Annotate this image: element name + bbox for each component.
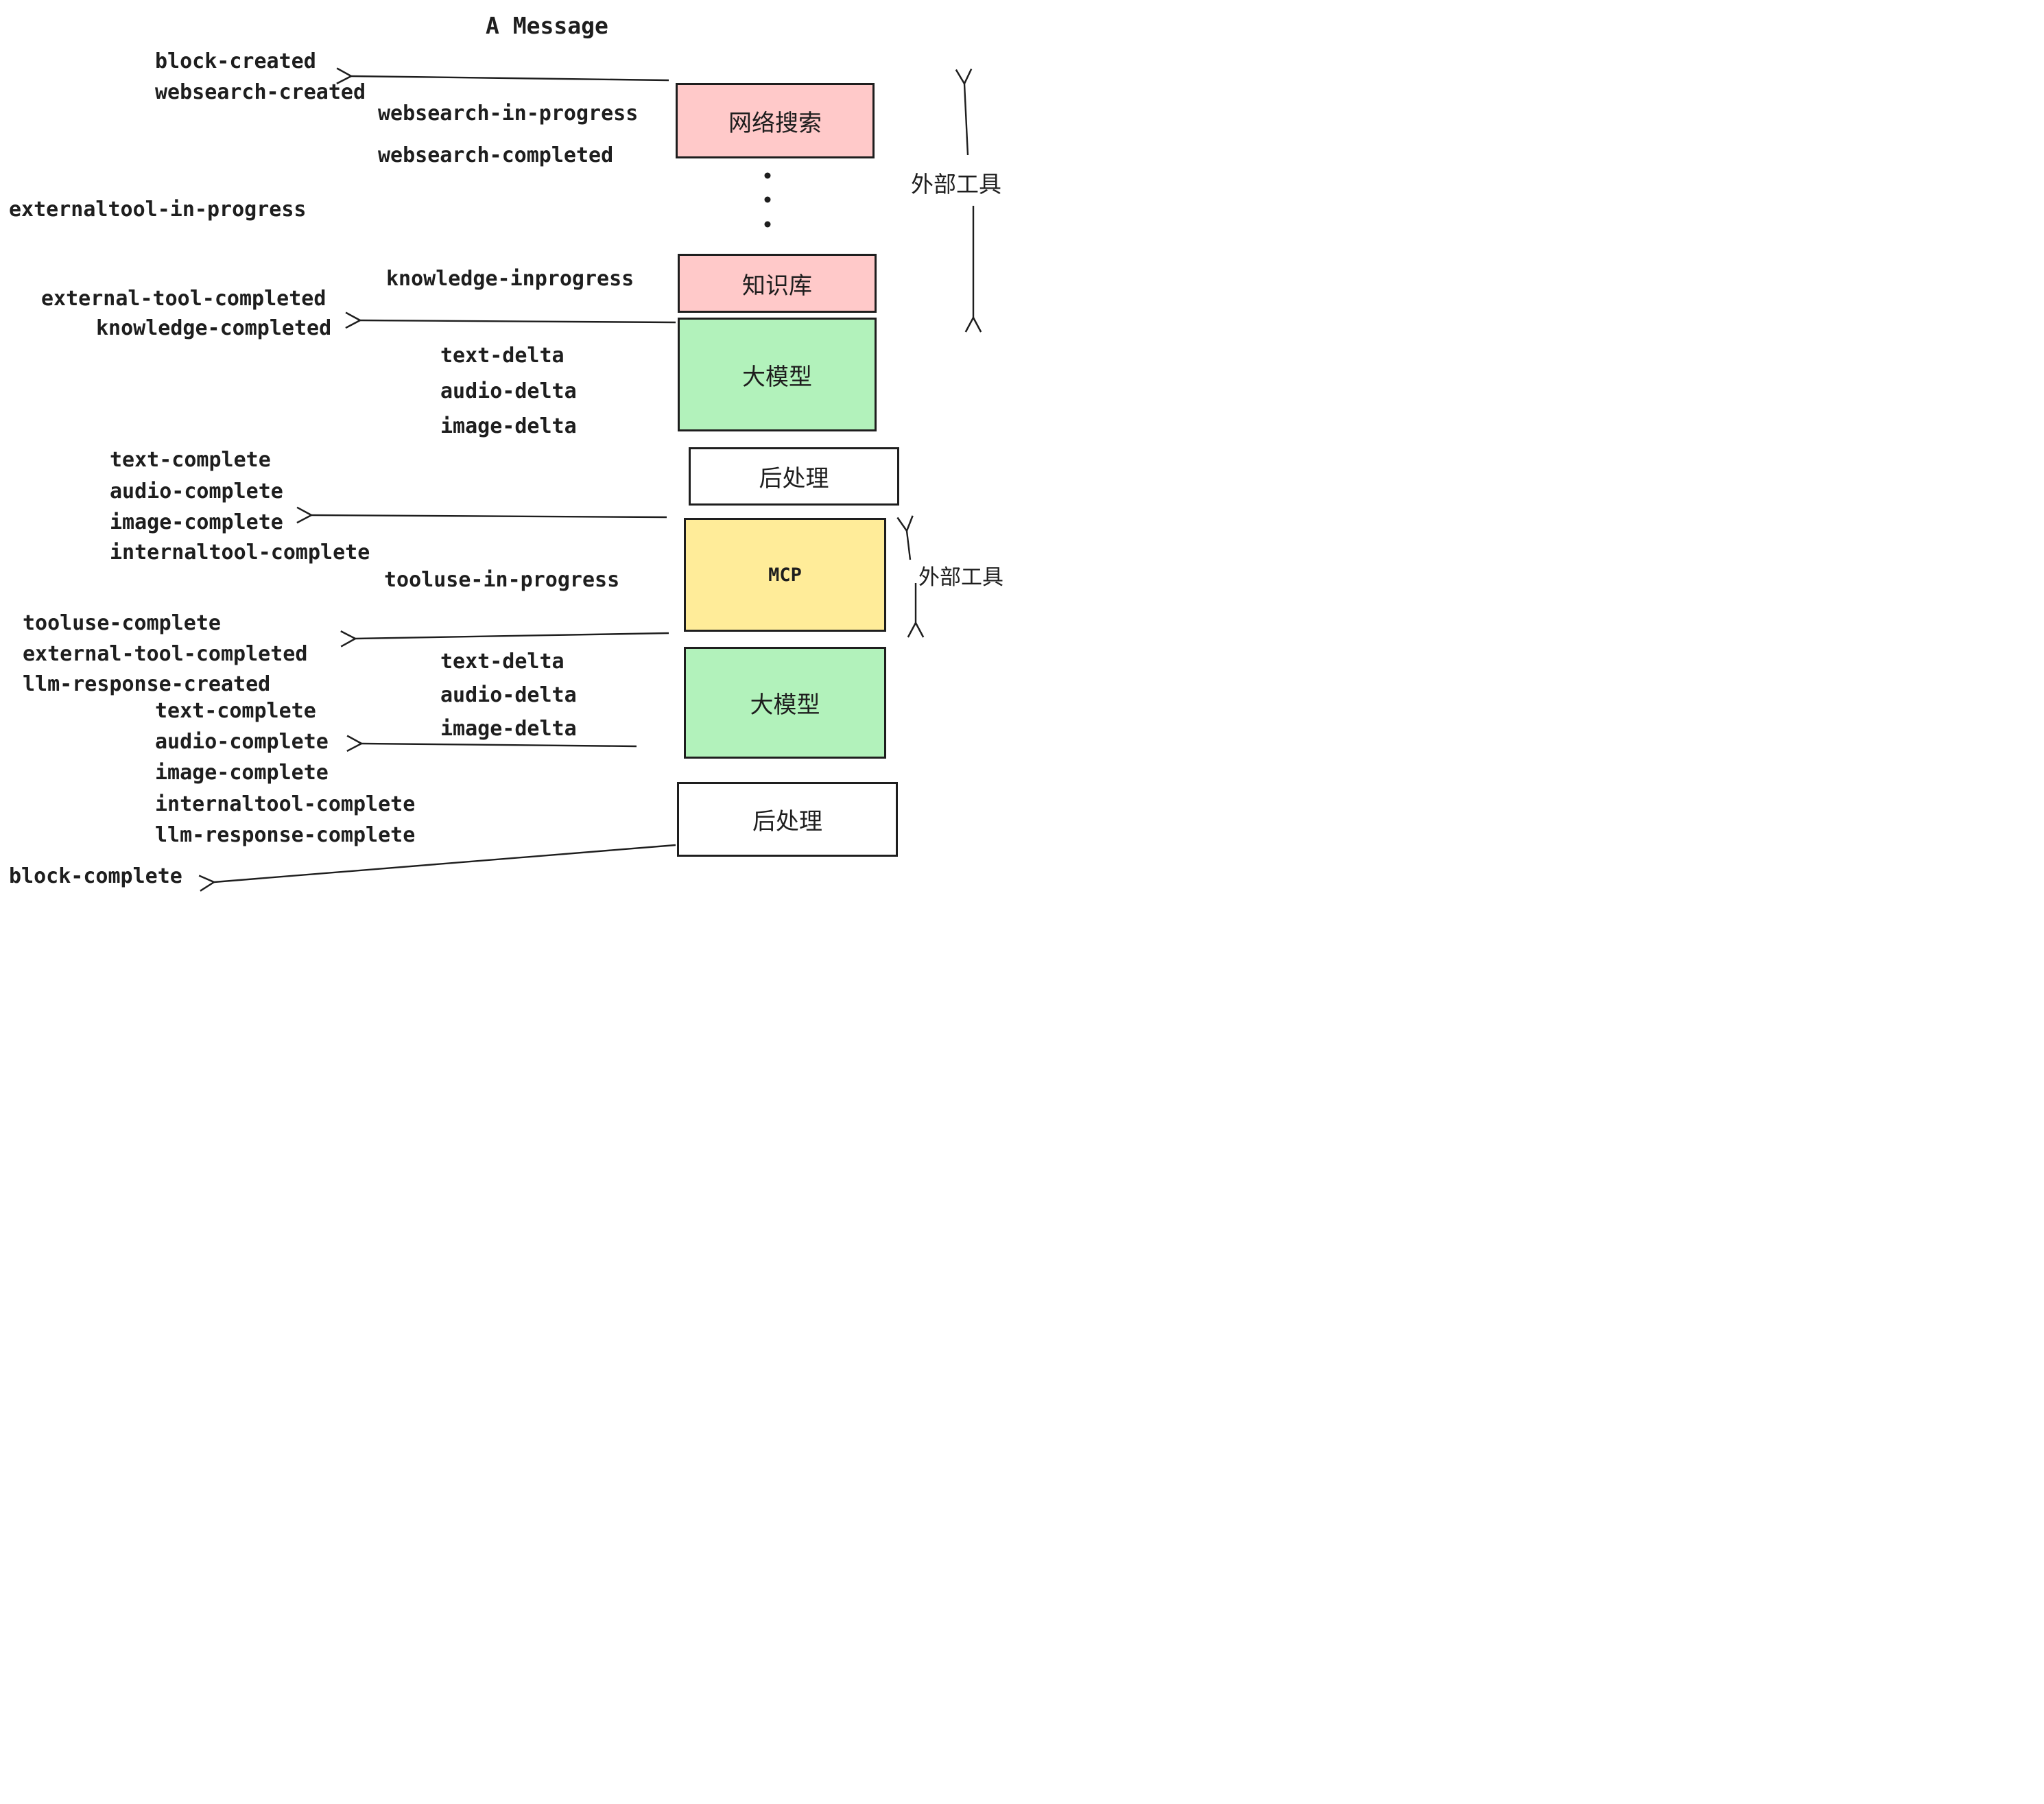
event-label-audio-complete-1: audio-complete	[110, 479, 283, 503]
event-label-internaltool-complete-2: internaltool-complete	[155, 792, 416, 816]
arrow-to-image-complete	[296, 506, 667, 524]
event-label-audio-delta-1: audio-delta	[440, 379, 577, 403]
event-label-knowledge-completed: knowledge-completed	[96, 316, 332, 340]
arrow-to-block-complete	[198, 844, 676, 892]
box-websearch: 网络搜索	[676, 83, 875, 158]
arrow-to-block-created	[336, 67, 669, 85]
event-label-externaltool-in-progress: externaltool-in-progress	[9, 198, 307, 222]
event-label-internaltool-complete-1: internaltool-complete	[110, 541, 370, 565]
box-llm-2: 大模型	[684, 647, 886, 759]
event-label-text-complete-1: text-complete	[110, 448, 271, 472]
event-label-text-complete-2: text-complete	[155, 699, 316, 723]
event-label-audio-complete-2: audio-complete	[155, 730, 329, 754]
event-label-websearch-created: websearch-created	[155, 80, 366, 104]
diagram-canvas: A Message block-created websearch-create…	[0, 0, 1022, 902]
event-label-image-delta-2: image-delta	[440, 717, 577, 741]
event-label-block-complete: block-complete	[9, 864, 182, 888]
diagram-title: A Message	[486, 12, 608, 39]
event-label-llm-response-complete: llm-response-complete	[155, 823, 416, 847]
box-llm-1: 大模型	[678, 318, 877, 431]
event-label-websearch-completed: websearch-completed	[378, 143, 614, 167]
event-label-tooluse-in-progress: tooluse-in-progress	[384, 568, 620, 592]
event-label-external-tool-completed-2: external-tool-completed	[23, 642, 308, 666]
event-label-websearch-in-progress: websearch-in-progress	[378, 102, 639, 126]
event-label-audio-delta-2: audio-delta	[440, 683, 577, 707]
box-knowledge: 知识库	[678, 254, 877, 313]
event-label-external-tool-completed-1: external-tool-completed	[41, 287, 326, 311]
external-tools-label-top: 外部工具	[911, 171, 1001, 197]
event-label-image-complete-1: image-complete	[110, 510, 283, 534]
box-postprocess-1: 后处理	[689, 447, 899, 506]
event-label-text-delta-1: text-delta	[440, 344, 565, 368]
box-postprocess-2: 后处理	[677, 782, 898, 857]
arrow-to-external-tool-completed	[340, 630, 669, 648]
event-label-block-created: block-created	[155, 49, 316, 73]
ellipsis-dots	[764, 172, 771, 228]
arrow-to-audio-complete	[346, 735, 637, 752]
event-label-tooluse-complete: tooluse-complete	[23, 611, 221, 635]
event-label-text-delta-2: text-delta	[440, 650, 565, 674]
arrow-to-knowledge-completed	[345, 311, 676, 329]
event-label-knowledge-inprogress: knowledge-inprogress	[386, 267, 634, 291]
external-tools-label-bottom: 外部工具	[918, 565, 1003, 589]
event-label-llm-response-created: llm-response-created	[23, 672, 271, 696]
event-label-image-complete-2: image-complete	[155, 761, 329, 785]
external-tools-top-up-arrow	[955, 68, 973, 156]
external-tools-bottom-up-arrow	[896, 515, 914, 560]
box-mcp: MCP	[684, 518, 886, 632]
event-label-image-delta-1: image-delta	[440, 414, 577, 438]
